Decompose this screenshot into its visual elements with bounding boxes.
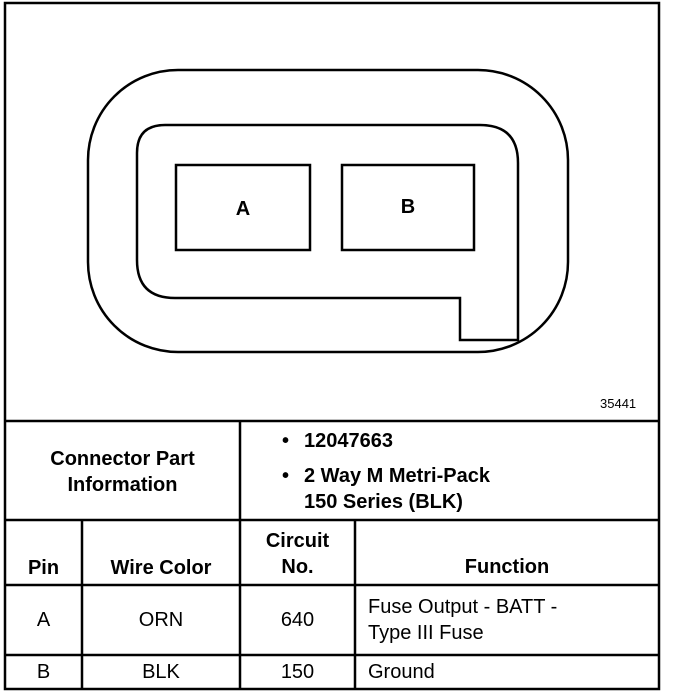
- header-pin: Pin: [27, 557, 60, 579]
- part-number: 12047663: [304, 430, 393, 452]
- connector-description-line1: 2 Way M Metri-Pack: [304, 465, 490, 487]
- outer-frame: [3, 1, 661, 691]
- cavity-a-label: A: [235, 198, 251, 220]
- bullet-1-marker: •: [282, 430, 290, 452]
- row-b-function-line1: Ground: [368, 661, 435, 683]
- row-a-function-line1: Fuse Output - BATT -: [368, 596, 558, 618]
- cavity-b-label: B: [400, 196, 416, 218]
- row-b-wire-color: BLK: [142, 661, 180, 683]
- header-circuit-line1: Circuit: [265, 530, 330, 552]
- row-b-circuit: 150: [280, 661, 315, 683]
- header-circuit-line2: No.: [281, 556, 314, 578]
- row-b-pin: B: [36, 661, 51, 683]
- connector-body-outline: [135, 123, 520, 342]
- row-a-wire-color: ORN: [138, 609, 184, 631]
- row-a-function-line2: Type III Fuse: [368, 622, 484, 644]
- cavity-a-outline: [174, 163, 312, 252]
- connector-description-line2: 150 Series (BLK): [304, 491, 463, 513]
- connector-info-label-line1: Connector Part: [50, 448, 195, 470]
- cavity-b-outline: [340, 163, 476, 252]
- bullet-2-marker: •: [282, 465, 290, 487]
- header-function: Function: [464, 556, 550, 578]
- header-wire-color: Wire Color: [110, 557, 212, 579]
- row-a-pin: A: [36, 609, 51, 631]
- row-a-circuit: 640: [280, 609, 315, 631]
- figure-number: 35441: [600, 396, 637, 411]
- connector-shell-outline: [86, 68, 570, 354]
- connector-info-label-line2: Information: [67, 474, 178, 496]
